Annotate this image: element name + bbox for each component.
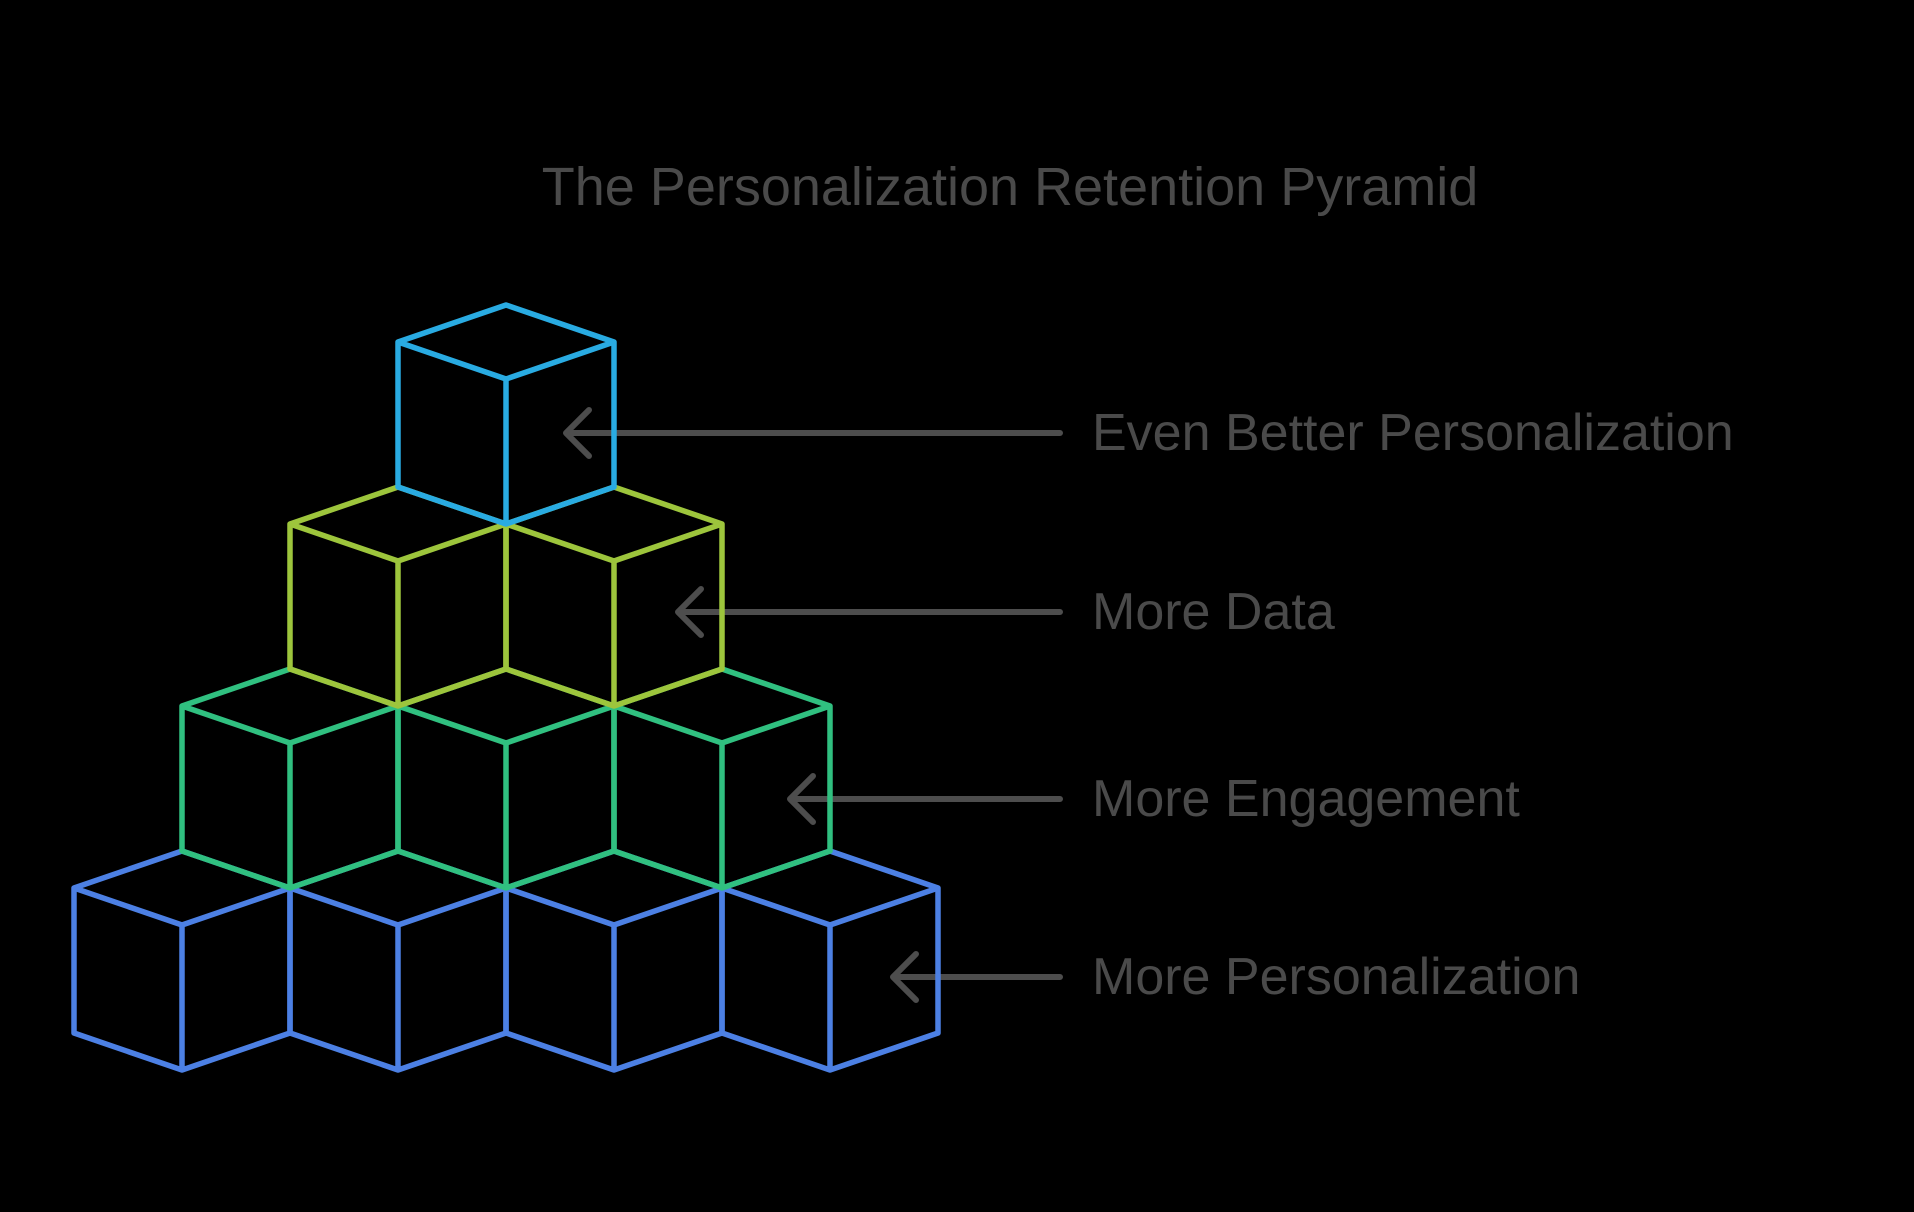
leader-arrows xyxy=(563,407,1063,1003)
arrow-left-icon-more-engagement xyxy=(787,773,1063,825)
cube-layer1-1 xyxy=(395,302,617,527)
label-more-personalization: More Personalization xyxy=(1092,948,1580,1006)
cube-stack xyxy=(71,302,941,1073)
arrow-left-icon-even-better-personalization xyxy=(563,407,1063,459)
arrow-left-icon-more-personalization xyxy=(890,951,1063,1003)
label-more-data: More Data xyxy=(1092,583,1335,641)
label-more-engagement: More Engagement xyxy=(1092,770,1520,828)
arrow-left-icon-more-data xyxy=(675,586,1063,638)
label-even-better-personalization: Even Better Personalization xyxy=(1092,404,1734,462)
diagram-title: The Personalization Retention Pyramid xyxy=(542,157,1478,217)
